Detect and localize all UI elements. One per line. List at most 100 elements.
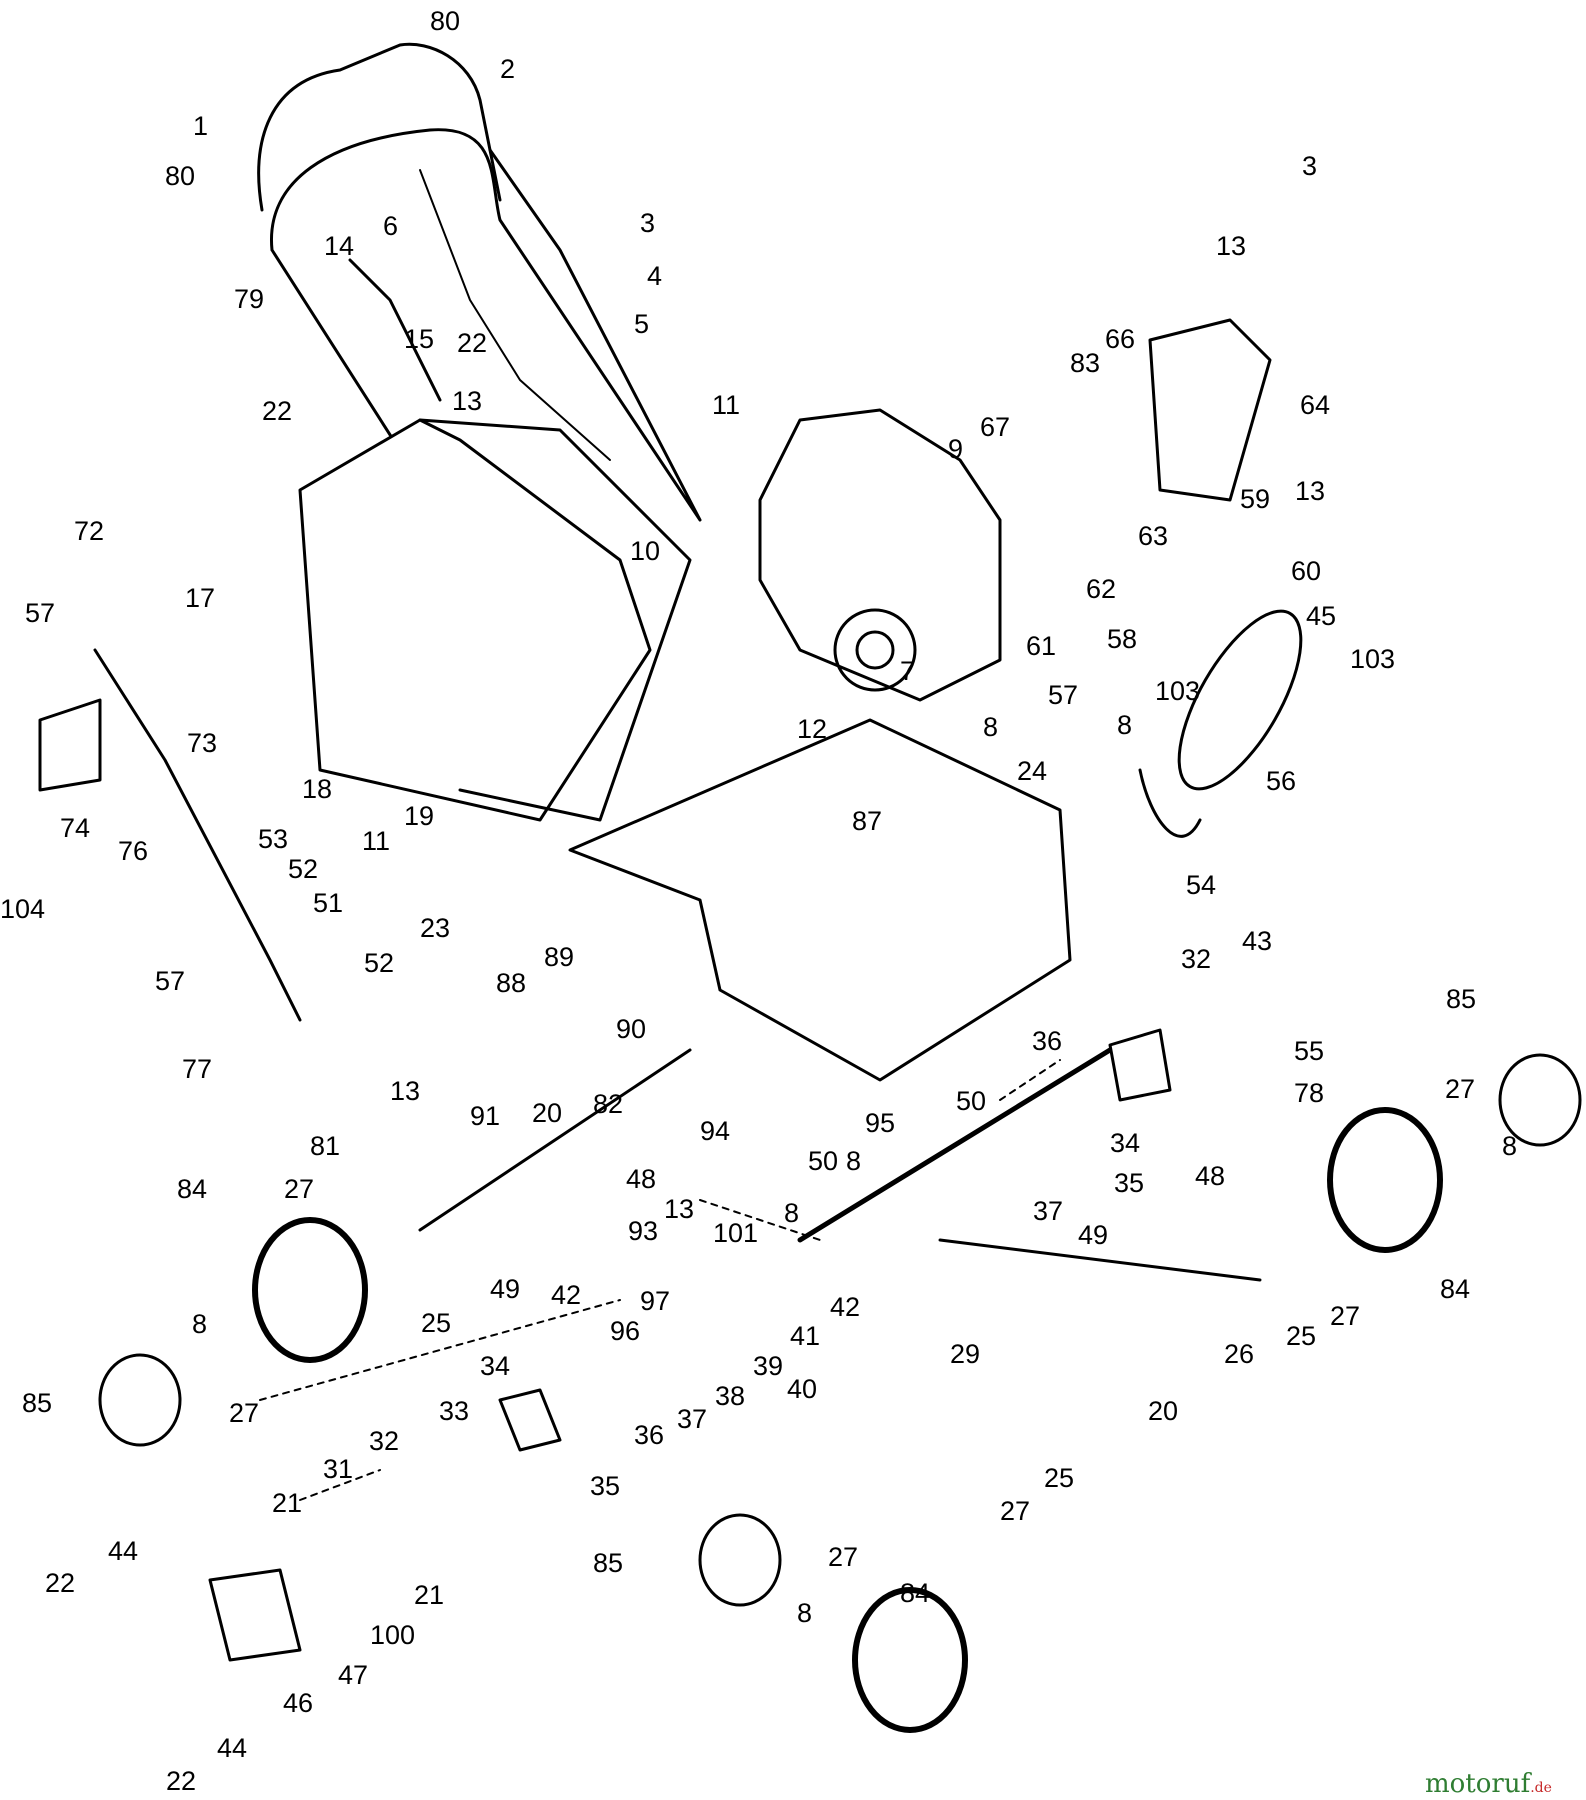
belt-cover — [1148, 318, 1272, 502]
callout-57: 57 — [155, 966, 185, 996]
lever-bracket — [38, 698, 102, 792]
callout-50: 50 — [808, 1146, 838, 1176]
callout-8: 8 — [846, 1146, 861, 1176]
callout-77: 77 — [182, 1054, 212, 1084]
belt — [1177, 609, 1303, 791]
callout-13: 13 — [390, 1076, 420, 1106]
callout-49: 49 — [1078, 1220, 1108, 1250]
callout-72: 72 — [74, 516, 104, 546]
callout-19: 19 — [404, 801, 434, 831]
callout-21: 21 — [414, 1580, 444, 1610]
height-adjust-rod — [93, 648, 302, 1022]
callout-34: 34 — [480, 1351, 510, 1381]
callout-97: 97 — [640, 1286, 670, 1316]
callout-76: 76 — [118, 836, 148, 866]
callout-54: 54 — [1186, 870, 1216, 900]
callout-43: 43 — [1242, 926, 1272, 956]
callout-2: 2 — [500, 54, 515, 84]
callout-22: 22 — [262, 396, 292, 426]
grass-bag — [298, 418, 652, 822]
rear-axle — [938, 1238, 1262, 1282]
callout-67: 67 — [980, 412, 1010, 442]
callout-40: 40 — [787, 1374, 817, 1404]
lever — [348, 258, 442, 402]
callout-57: 57 — [1048, 680, 1078, 710]
callout-22: 22 — [166, 1766, 196, 1796]
callout-55: 55 — [1294, 1036, 1324, 1066]
callout-8: 8 — [983, 712, 998, 742]
callout-51: 51 — [313, 888, 343, 918]
bearing-housing-left — [498, 1388, 562, 1452]
callout-14: 14 — [324, 231, 354, 261]
bearing-housing-lower — [208, 1568, 302, 1662]
callout-44: 44 — [217, 1733, 247, 1763]
callout-13: 13 — [1216, 231, 1246, 261]
upper-handle-bar — [257, 42, 502, 212]
callout-24: 24 — [1017, 756, 1047, 786]
callout-73: 73 — [187, 728, 217, 758]
callout-11: 11 — [712, 390, 740, 420]
callout-48: 48 — [626, 1164, 656, 1194]
grass-bag-frame — [418, 418, 692, 822]
callout-3: 3 — [640, 208, 655, 238]
callout-87: 87 — [852, 806, 882, 836]
callout-34: 34 — [1110, 1128, 1140, 1158]
callout-27: 27 — [284, 1174, 314, 1204]
callout-91: 91 — [470, 1101, 500, 1131]
callout-22: 22 — [45, 1568, 75, 1598]
callout-8: 8 — [192, 1309, 207, 1339]
watermark-suffix: .de — [1530, 1780, 1552, 1796]
engine-pulley — [833, 608, 917, 692]
wheel-right — [1327, 1107, 1443, 1253]
callout-35: 35 — [1114, 1168, 1144, 1198]
callout-27: 27 — [1445, 1074, 1475, 1104]
callout-15: 15 — [404, 324, 434, 354]
callout-13: 13 — [664, 1194, 694, 1224]
watermark: motoruf.de — [1425, 1769, 1552, 1799]
callout-80: 80 — [430, 6, 460, 36]
callout-42: 42 — [830, 1292, 860, 1322]
callout-8: 8 — [1502, 1131, 1517, 1161]
callout-4: 4 — [647, 261, 662, 291]
callout-60: 60 — [1291, 556, 1321, 586]
callout-9: 9 — [948, 434, 963, 464]
callout-90: 90 — [616, 1014, 646, 1044]
callout-23: 23 — [420, 913, 450, 943]
callout-36: 36 — [1032, 1026, 1062, 1056]
callout-20: 20 — [532, 1098, 562, 1128]
callout-58: 58 — [1107, 624, 1137, 654]
callout-85: 85 — [593, 1548, 623, 1578]
watermark-brand: motoruf — [1425, 1769, 1533, 1799]
callout-29: 29 — [950, 1339, 980, 1369]
callout-39: 39 — [753, 1351, 783, 1381]
callout-103: 103 — [1155, 676, 1200, 706]
callout-11: 11 — [362, 826, 390, 856]
engine-block — [758, 408, 1002, 702]
callout-103: 103 — [1350, 644, 1395, 674]
hub-cap-right — [1498, 1053, 1582, 1147]
callout-93: 93 — [628, 1216, 658, 1246]
callout-101: 101 — [713, 1218, 758, 1248]
callout-8: 8 — [784, 1198, 799, 1228]
callout-104: 104 — [0, 894, 45, 924]
callout-33: 33 — [439, 1396, 469, 1426]
callout-53: 53 — [258, 824, 288, 854]
callout-64: 64 — [1300, 390, 1330, 420]
callout-6: 6 — [383, 211, 398, 241]
callout-62: 62 — [1086, 574, 1116, 604]
callout-18: 18 — [302, 774, 332, 804]
callout-61: 61 — [1026, 631, 1056, 661]
callout-42: 42 — [551, 1280, 581, 1310]
callout-37: 37 — [1033, 1196, 1063, 1226]
callout-12: 12 — [797, 714, 827, 744]
callout-82: 82 — [593, 1089, 623, 1119]
callout-57: 57 — [25, 598, 55, 628]
wheel-bottom — [852, 1587, 968, 1733]
leader-lines — [259, 1059, 1061, 1501]
callout-66: 66 — [1105, 324, 1135, 354]
callout-95: 95 — [865, 1108, 895, 1138]
callout-37: 37 — [677, 1404, 707, 1434]
callout-79: 79 — [234, 284, 264, 314]
